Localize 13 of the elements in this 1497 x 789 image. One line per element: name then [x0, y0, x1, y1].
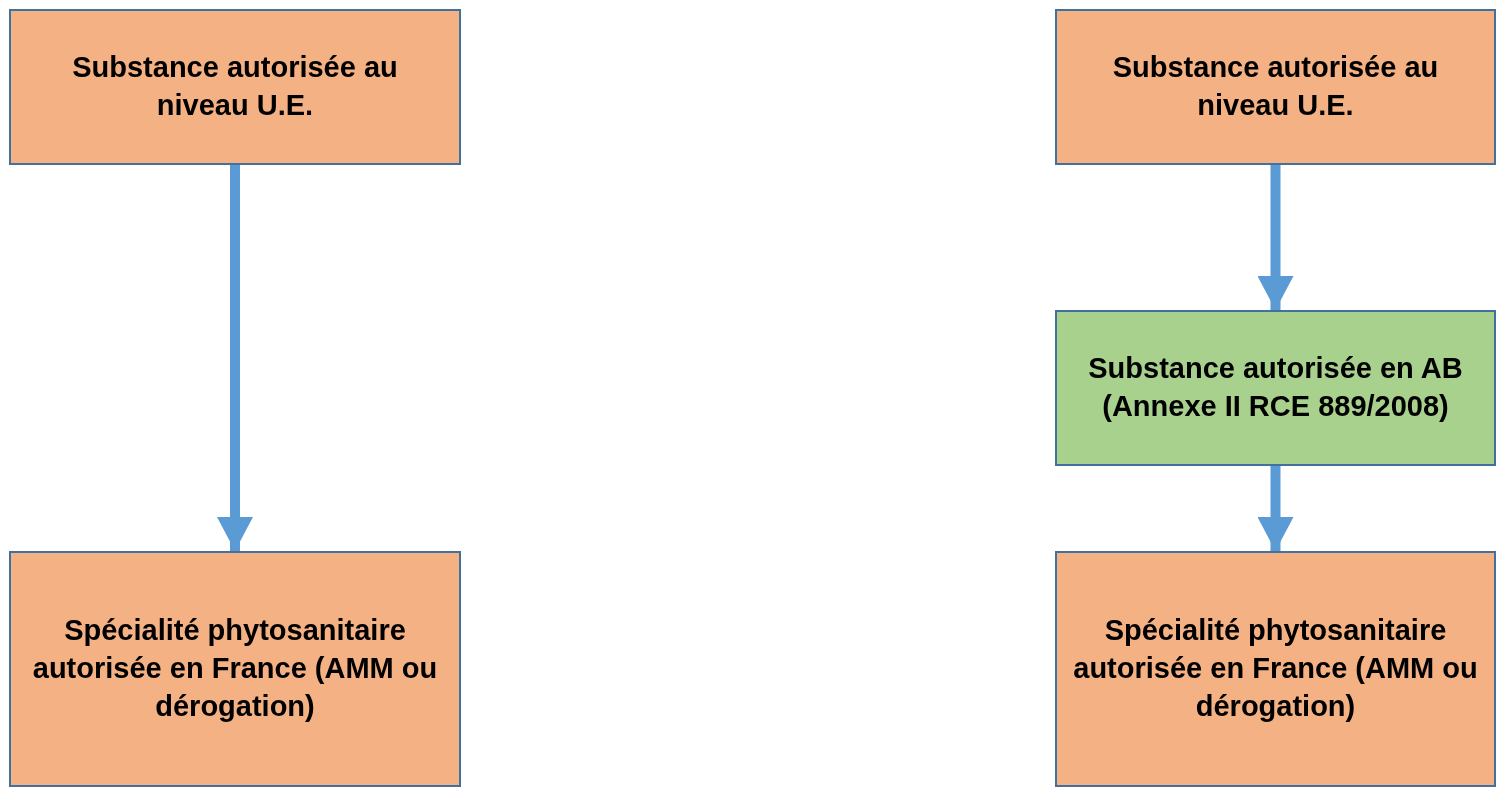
- process-box: [1055, 310, 1496, 466]
- box-label: Spécialité phytosanitaire autorisée en France (AMM ou dérogation): [31, 613, 439, 724]
- box-label: Substance autorisée en AB (Annexe II RCE 889/2008): [1087, 351, 1464, 424]
- process-box: [1055, 9, 1496, 165]
- process-box: [9, 551, 461, 787]
- arrow: [1257, 165, 1294, 310]
- box-label: Substance autorisée au niveau U.E.: [1111, 50, 1440, 123]
- arrow: [217, 165, 253, 551]
- arrow: [1257, 466, 1294, 551]
- process-box: [9, 9, 461, 165]
- process-box: [1055, 551, 1496, 787]
- box-label: Spécialité phytosanitaire autorisée en France (AMM ou dérogation): [1072, 613, 1479, 724]
- box-label: Substance autorisée au niveau U.E.: [71, 50, 399, 123]
